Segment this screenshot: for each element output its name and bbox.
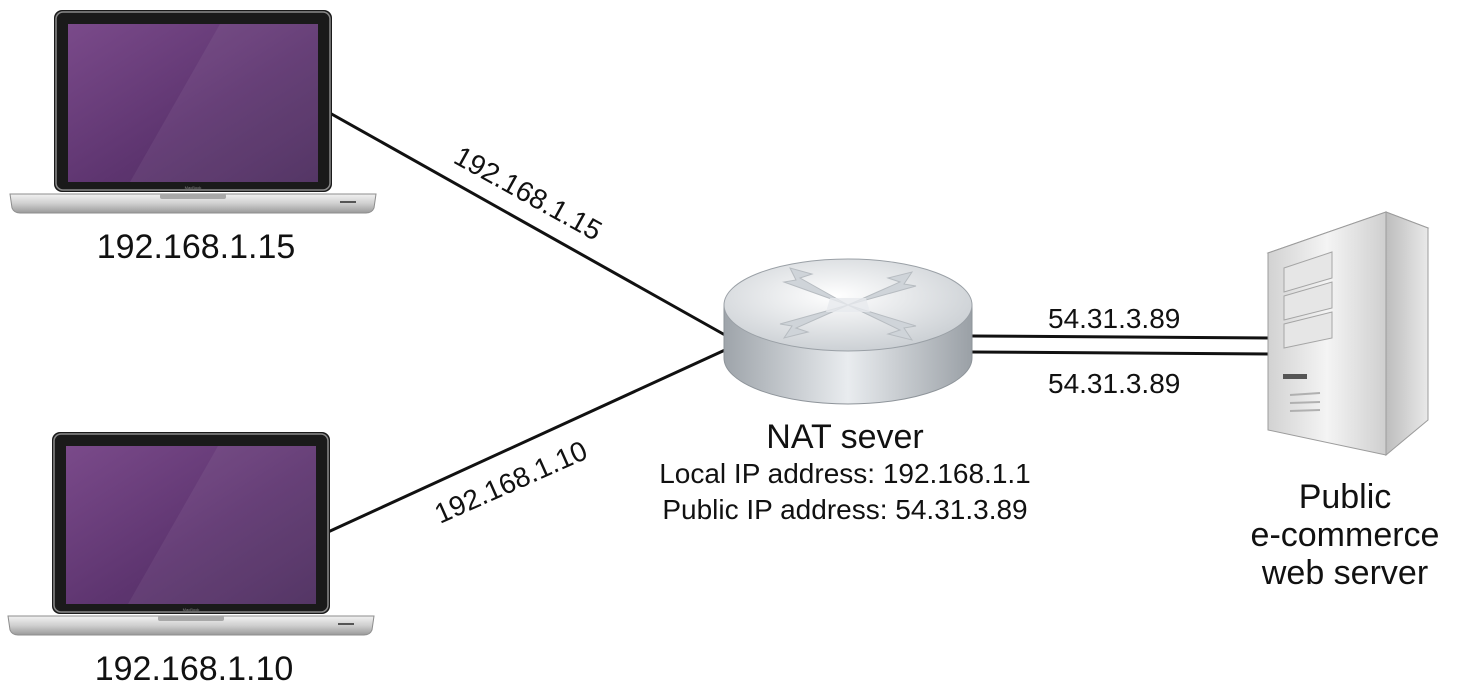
nat-title: NAT sever [766, 418, 924, 456]
laptop-top-ip-label: 192.168.1.15 [96, 228, 296, 266]
server-icon [1266, 211, 1430, 457]
link-wan-top [971, 334, 1271, 340]
wan-link-top-label: 54.31.3.89 [1048, 303, 1181, 334]
laptop-top: MacBook [9, 10, 377, 214]
link-wan-bottom [971, 350, 1271, 356]
link-laptop-bottom [327, 348, 726, 534]
router-icon [723, 258, 973, 405]
server-label-line3: web server [1261, 554, 1429, 593]
laptop-screen [66, 446, 316, 604]
laptop-brand: MacBook [185, 185, 202, 190]
server-label: Public e-commerce web server [1230, 478, 1460, 592]
laptop-bottom: MacBook [7, 432, 375, 636]
server-label-line1: Public [1298, 478, 1392, 516]
nat-local-ip: Local IP address: 192.168.1.1 [659, 458, 1031, 489]
link-laptop-top [327, 110, 726, 337]
server-label-line2: e-commerce [1250, 516, 1440, 555]
laptop-bottom-ip-label: 192.168.1.10 [94, 650, 294, 688]
nat-public-ip: Public IP address: 54.31.3.89 [662, 494, 1028, 525]
laptop-screen [68, 24, 318, 182]
wan-link-bottom-label: 54.31.3.89 [1048, 368, 1181, 399]
laptop-brand: MacBook [183, 607, 200, 612]
